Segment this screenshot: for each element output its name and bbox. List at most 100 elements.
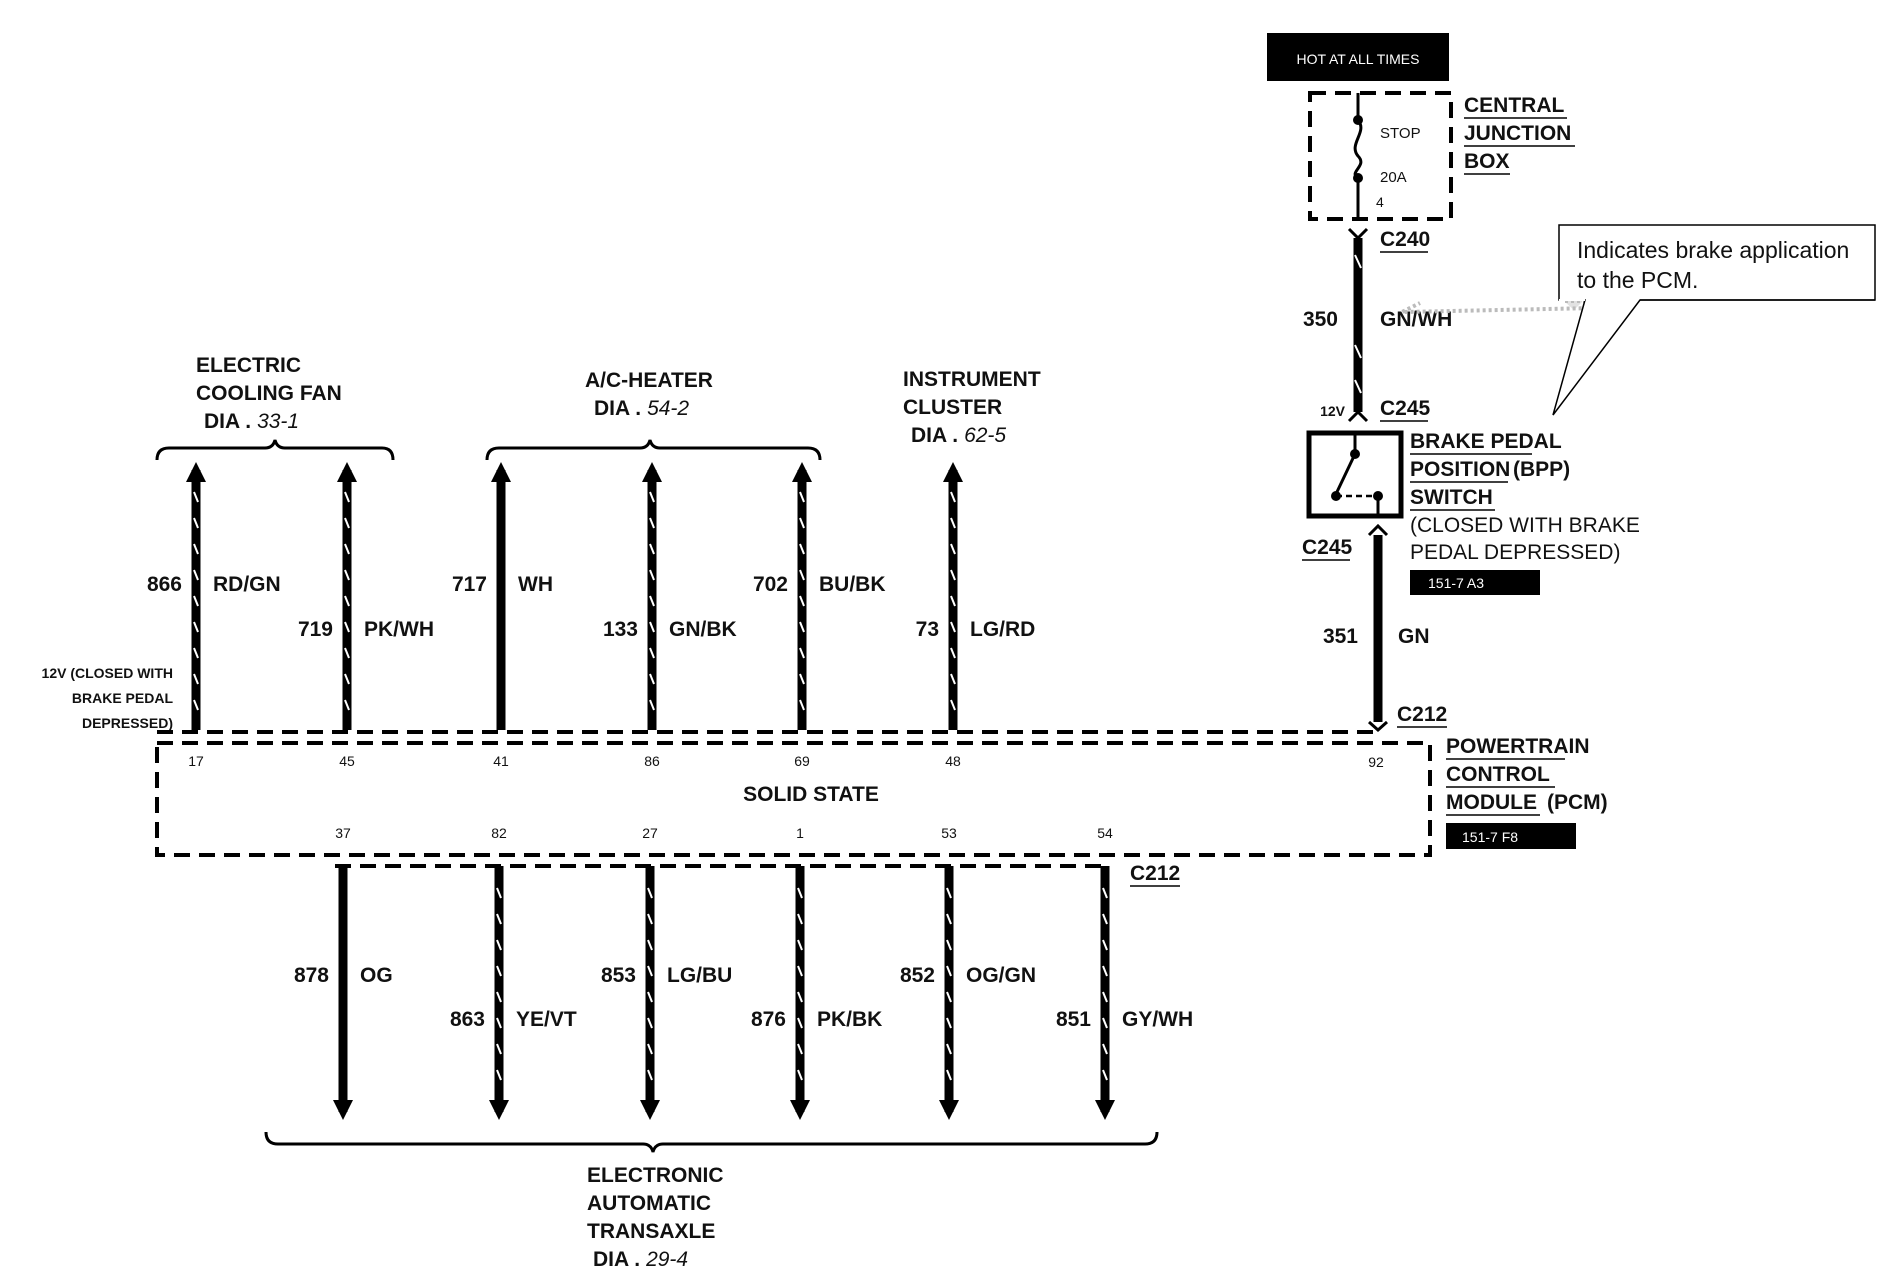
wire-color: GN/BK [669, 618, 737, 641]
pcm-ref-box [1446, 823, 1576, 849]
svg-text:CENTRAL: CENTRAL [1464, 94, 1564, 117]
connector-c245-bottom-label: C245 [1302, 536, 1353, 559]
svg-text:MODULE: MODULE [1446, 791, 1537, 814]
svg-text:ELECTRIC: ELECTRIC [196, 354, 301, 377]
top-wire-73: 73 LG/RD 48 [916, 462, 1035, 769]
svg-text:ELECTRONIC: ELECTRONIC [587, 1164, 724, 1187]
bpp-ref: 151-7 A3 [1428, 575, 1484, 591]
wire-color: OG [360, 964, 393, 987]
fuse-rating: 20A [1380, 169, 1407, 186]
connector-c245-top-label: C245 [1380, 397, 1431, 420]
svg-text:DIA .29-4: DIA .29-4 [593, 1248, 688, 1271]
top-wire-719: 719 PK/WH 45 [298, 462, 434, 769]
bpp-switch [1306, 430, 1404, 519]
brace-ac-heater [485, 439, 822, 461]
fuse-name: STOP [1380, 125, 1421, 142]
bottom-wire-878: 878 OG 37 [294, 825, 393, 1120]
pcm-pin: 54 [1097, 825, 1113, 841]
svg-text:BRAKE PEDAL: BRAKE PEDAL [72, 690, 174, 706]
central-junction-box: STOP 20A 4 [1308, 91, 1453, 221]
svg-text:CONTROL: CONTROL [1446, 763, 1550, 786]
svg-text:COOLING FAN: COOLING FAN [196, 382, 342, 405]
wire-color: GY/WH [1122, 1008, 1193, 1031]
hot-at-all-times-label: HOT AT ALL TIMES [1297, 51, 1420, 67]
arrow-down-icon [790, 1100, 810, 1120]
arrow-down-icon [1095, 1100, 1115, 1120]
arrow-down-icon [333, 1100, 353, 1120]
fuse-icon [1353, 119, 1363, 180]
svg-text:BOX: BOX [1464, 150, 1510, 173]
svg-text:12V (CLOSED WITH: 12V (CLOSED WITH [42, 665, 173, 681]
wire-350 [1347, 227, 1369, 423]
pcm-pin: 48 [945, 753, 961, 769]
bottom-wire-851: 851 GY/WH 54 [1056, 825, 1193, 1120]
transaxle-label: ELECTRONIC AUTOMATIC TRANSAXLE DIA .29-4 [587, 1164, 724, 1271]
pcm-label: POWERTRAIN CONTROL MODULE (PCM) 151-7 F8 [1446, 735, 1608, 849]
pcm-pin: 82 [491, 825, 507, 841]
wire-number: 73 [916, 618, 939, 641]
wire-color: OG/GN [966, 964, 1036, 987]
wire-number: 719 [298, 618, 333, 641]
pcm-pin: 37 [335, 825, 351, 841]
svg-text:(BPP): (BPP) [1513, 458, 1570, 481]
wire-color: BU/BK [819, 573, 886, 596]
arrow-up-icon [642, 462, 662, 482]
wire-number: 717 [452, 573, 487, 596]
wire-number: 851 [1056, 1008, 1091, 1031]
connector-c212-top-label: C212 [1397, 703, 1447, 726]
wire-color: PK/WH [364, 618, 434, 641]
svg-text:(PCM): (PCM) [1547, 791, 1608, 814]
cooling-fan-label: ELECTRIC COOLING FAN DIA .33-1 [196, 354, 342, 433]
svg-text:TRANSAXLE: TRANSAXLE [587, 1220, 715, 1243]
svg-text:AUTOMATIC: AUTOMATIC [587, 1192, 711, 1215]
hot-at-all-times-banner: HOT AT ALL TIMES [1267, 33, 1449, 81]
wire-number: 133 [603, 618, 638, 641]
wire-color: RD/GN [213, 573, 281, 596]
svg-text:POSITION: POSITION [1410, 458, 1510, 481]
bpp-ref-box [1410, 570, 1540, 595]
instrument-cluster-label: INSTRUMENT CLUSTER DIA .62-5 [903, 368, 1041, 447]
svg-text:SWITCH: SWITCH [1410, 486, 1493, 509]
wire-351-color: GN [1398, 625, 1430, 648]
connector-c245-bottom-icon [1367, 523, 1389, 537]
svg-text:POWERTRAIN: POWERTRAIN [1446, 735, 1590, 758]
wire-351 [1367, 523, 1389, 733]
pcm-ref: 151-7 F8 [1462, 829, 1518, 845]
ac-heater-label: A/C-HEATER DIA .54-2 [585, 369, 713, 420]
svg-text:INSTRUMENT: INSTRUMENT [903, 368, 1041, 391]
connector-c212-icon [1368, 720, 1388, 733]
connector-c212-bottom-label: C212 [1130, 862, 1180, 885]
connector-c240-icon [1347, 227, 1369, 241]
svg-text:A/C-HEATER: A/C-HEATER [585, 369, 713, 392]
pcm-center-label: SOLID STATE [743, 783, 879, 806]
svg-text:(CLOSED WITH BRAKE: (CLOSED WITH BRAKE [1410, 514, 1640, 537]
wire-number: 702 [753, 573, 788, 596]
pcm-pin: 17 [188, 753, 204, 769]
wire-number: 853 [601, 964, 636, 987]
wire-color: YE/VT [516, 1008, 577, 1031]
pcm-pin: 69 [794, 753, 810, 769]
wire-color: PK/BK [817, 1008, 882, 1031]
pcm-pin: 45 [339, 753, 355, 769]
voltage-label: 12V [1320, 403, 1346, 419]
wire-number: 852 [900, 964, 935, 987]
wire-number: 878 [294, 964, 329, 987]
arrow-up-icon [337, 462, 357, 482]
wire-color: LG/RD [970, 618, 1035, 641]
brace-cooling-fan [155, 439, 395, 461]
bpp-switch-label: BRAKE PEDAL POSITION (BPP) SWITCH (CLOSE… [1410, 430, 1640, 595]
svg-text:JUNCTION: JUNCTION [1464, 122, 1571, 145]
connector-c245-icon [1347, 409, 1369, 423]
arrow-down-icon [939, 1100, 959, 1120]
wire-350-number: 350 [1303, 308, 1338, 331]
arrow-down-icon [489, 1100, 509, 1120]
wire-color: WH [518, 573, 553, 596]
arrow-up-icon [943, 462, 963, 482]
